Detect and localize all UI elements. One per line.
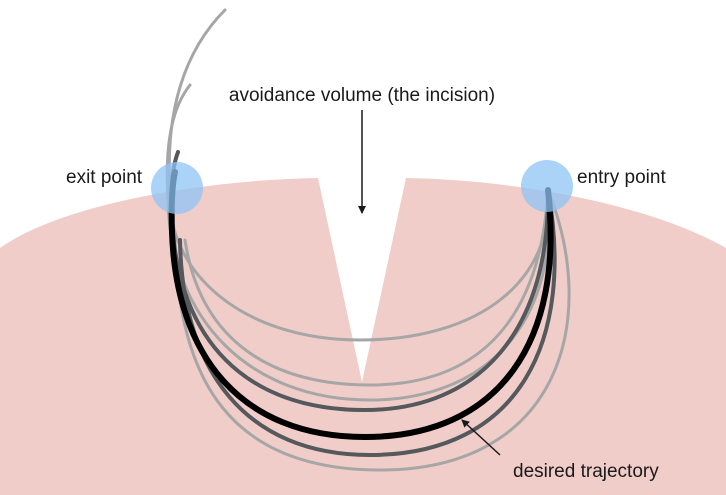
avoidance-volume-label: avoidance volume (the incision) xyxy=(229,85,495,106)
trajectory-light-outer xyxy=(173,188,571,472)
tissue-region xyxy=(0,178,726,495)
desired-trajectory-label: desired trajectory xyxy=(513,461,659,482)
exit-point-marker xyxy=(151,162,203,214)
entry-point-marker xyxy=(521,160,573,212)
trajectory-arrow xyxy=(461,419,501,456)
desired-trajectory-curve xyxy=(168,169,554,441)
exit-point-label: exit point xyxy=(66,167,143,188)
trajectory-light-upper xyxy=(167,8,550,342)
trajectory-light-inner xyxy=(183,188,550,387)
entry-point-label: entry point xyxy=(577,167,666,188)
